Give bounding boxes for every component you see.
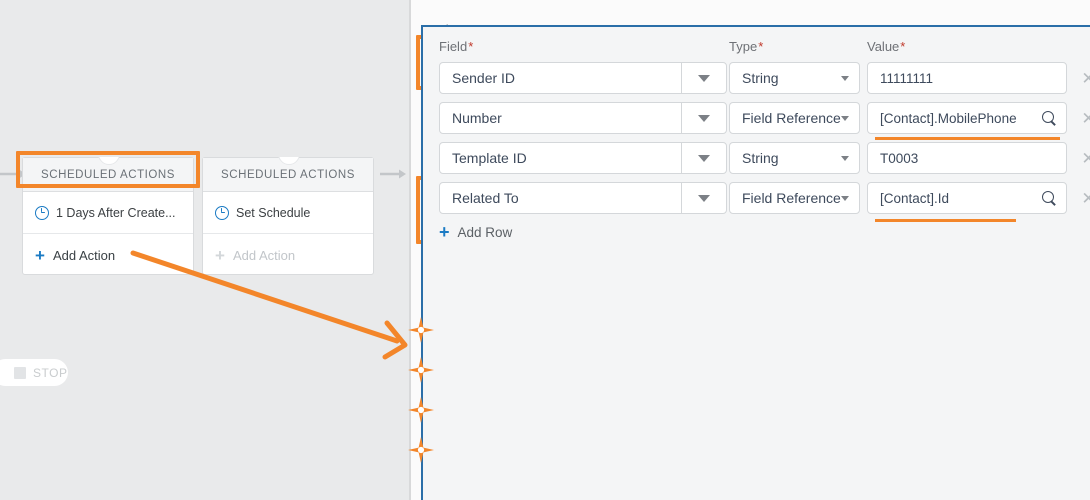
table-row-3-field-select[interactable]: Template ID — [439, 142, 727, 174]
plus-icon: + — [439, 222, 450, 242]
table-row-3-value-input[interactable]: T0003 — [867, 142, 1067, 174]
chevron-down-icon — [841, 75, 849, 81]
table-row-4-value-underline — [875, 219, 1016, 222]
table-row-2-field-select[interactable]: Number — [439, 102, 727, 134]
plus-icon: + — [35, 245, 45, 265]
table-row-4-field-select[interactable]: Related To — [439, 182, 727, 214]
scheduled-actions-card-2[interactable]: SCHEDULED ACTIONS Set Schedule + Add Act… — [202, 157, 374, 275]
scheduled-actions-card-1[interactable]: SCHEDULED ACTIONS 1 Days After Create...… — [22, 157, 194, 275]
table-row-2-type-value: Field Reference — [742, 110, 841, 126]
chevron-down-icon — [841, 195, 849, 201]
card-notch — [97, 157, 119, 166]
field-dropdown-button[interactable] — [681, 143, 726, 173]
required-asterisk: * — [468, 39, 474, 54]
search-icon[interactable] — [1042, 110, 1057, 126]
search-icon[interactable] — [1042, 190, 1057, 206]
field-dropdown-button[interactable] — [681, 63, 726, 93]
flow-arrow-between-cards — [380, 169, 406, 179]
table-row-1-value-text: 11111111 — [880, 70, 934, 86]
column-header-field: Field* — [439, 39, 474, 54]
table-row-2-value-input[interactable]: [Contact].MobilePhone — [867, 102, 1067, 134]
sparkle-marker-icon-4 — [408, 437, 434, 463]
set-field-values-table: Field* Type* Value* Sender ID String 111… — [421, 25, 1090, 500]
chevron-down-icon — [698, 194, 710, 202]
chevron-down-icon — [698, 114, 710, 122]
chevron-down-icon — [698, 154, 710, 162]
stop-button-label: STOP — [33, 365, 68, 380]
card-notch — [277, 157, 299, 166]
table-row-2-type-select[interactable]: Field Reference — [729, 102, 860, 134]
table-row-4-field-value: Related To — [452, 190, 519, 206]
table-row-4-value-input[interactable]: [Contact].Id — [867, 182, 1067, 214]
chevron-down-icon — [841, 155, 849, 161]
table-row-3-value-text: T0003 — [880, 150, 919, 166]
add-action-label-1: Add Action — [52, 247, 116, 263]
flow-canvas: SCHEDULED ACTIONS 1 Days After Create...… — [0, 0, 411, 500]
add-action-button-1[interactable]: + Add Action — [23, 157, 193, 276]
scheduled-action-item-1-label: 1 Days After Create... — [56, 205, 176, 220]
table-row-4-value-text: [Contact].Id — [880, 190, 950, 206]
scheduled-action-item-2[interactable]: Set Schedule — [203, 192, 373, 234]
add-row-label: Add Row — [457, 224, 513, 240]
table-row-1-delete-button[interactable]: ✕ — [1081, 69, 1090, 88]
field-dropdown-button[interactable] — [681, 103, 726, 133]
table-row-1-type-select[interactable]: String — [729, 62, 860, 94]
stop-square-icon — [14, 366, 26, 379]
table-row-2-delete-button[interactable]: ✕ — [1081, 109, 1090, 128]
sparkle-marker-icon-2 — [408, 357, 434, 383]
table-row-1-field-select[interactable]: Sender ID — [439, 62, 727, 94]
scheduled-action-item-2-label: Set Schedule — [236, 205, 311, 220]
table-row-1-type-value: String — [742, 70, 779, 86]
stop-button[interactable]: STOP — [0, 359, 68, 386]
table-row-3-field-value: Template ID — [452, 150, 527, 166]
table-row-4-type-value: Field Reference — [742, 190, 841, 206]
column-header-type: Type* — [729, 39, 764, 54]
sparkle-marker-icon-3 — [408, 397, 434, 423]
table-row-1-value-input[interactable]: 11111111 — [867, 62, 1067, 94]
table-row-4-type-select[interactable]: Field Reference — [729, 182, 860, 214]
table-row-3-type-value: String — [742, 150, 779, 166]
clock-icon — [35, 205, 49, 220]
required-asterisk: * — [758, 39, 764, 54]
table-row-2-value-text: [Contact].MobilePhone — [880, 110, 1017, 126]
table-row-1-field-value: Sender ID — [452, 70, 516, 86]
chevron-down-icon — [698, 74, 710, 82]
table-row-3-delete-button[interactable]: ✕ — [1081, 149, 1090, 168]
field-dropdown-button[interactable] — [681, 183, 726, 213]
clock-icon — [215, 205, 229, 220]
add-action-label-2: Add Action — [232, 247, 296, 263]
table-row-4-delete-button[interactable]: ✕ — [1081, 189, 1090, 208]
scheduled-action-item-1[interactable]: 1 Days After Create... — [23, 192, 193, 234]
panel-divider — [409, 0, 411, 500]
plus-icon: + — [215, 245, 225, 265]
sparkle-marker-icon-1 — [408, 317, 434, 343]
action-detail-panel: Action Type* Create a Record Action Name… — [408, 0, 1090, 500]
column-header-value: Value* — [867, 39, 906, 54]
table-row-3-type-select[interactable]: String — [729, 142, 860, 174]
add-row-button[interactable]: + Add Row — [439, 223, 512, 241]
add-action-button-2: + Add Action — [203, 157, 373, 276]
required-asterisk: * — [900, 39, 906, 54]
annotation-arrow — [130, 250, 408, 360]
chevron-down-icon — [841, 115, 849, 121]
table-row-2-field-value: Number — [452, 110, 502, 126]
table-row-2-value-underline — [875, 137, 1060, 140]
